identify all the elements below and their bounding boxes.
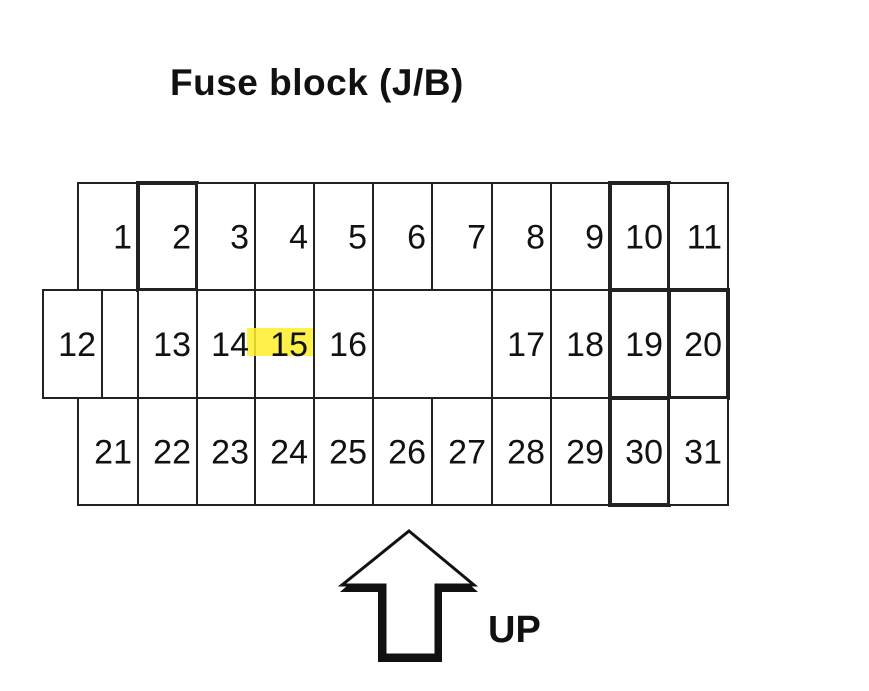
fuse-slot-25 [313, 397, 374, 506]
fuse-slot-16 [313, 289, 374, 399]
fuse-slot-27 [431, 397, 493, 506]
fuse-label-14: 14 [211, 326, 249, 364]
fuse-label-15: 15 [270, 326, 308, 364]
fuse-highlight-15 [247, 328, 316, 356]
fuse-label-8: 8 [526, 219, 545, 257]
fuse-label-10: 10 [625, 219, 663, 257]
fuse-label-23: 23 [211, 434, 249, 472]
fuse-slot-12 [42, 289, 103, 399]
fuse-slot-9 [550, 182, 611, 291]
fuse-label-17: 17 [507, 326, 545, 364]
fuse-label-11: 11 [687, 219, 722, 257]
diagram-title: Fuse block (J/B) [170, 62, 464, 103]
fuse-label-4: 4 [289, 219, 308, 257]
fuse-label-6: 6 [407, 219, 426, 257]
fuse-label-28: 28 [507, 434, 545, 472]
fuse-slot-24 [254, 397, 315, 506]
fuse-label-24: 24 [270, 434, 308, 472]
fuse-cells [42, 181, 730, 507]
fuse-label-16: 16 [329, 326, 367, 364]
fuse-label-20: 20 [684, 326, 722, 364]
fuse-label-18: 18 [566, 326, 604, 364]
fuse-label-22: 22 [153, 434, 191, 472]
fuse-label-5: 5 [348, 219, 367, 257]
up-arrow-icon [337, 529, 479, 662]
fuse-label-29: 29 [566, 434, 604, 472]
fuse-label-21: 21 [94, 434, 132, 472]
fuse-label-25: 25 [329, 434, 367, 472]
fuse-slot-26 [372, 397, 433, 506]
fuse-label-27: 27 [448, 434, 486, 472]
fuse-slot-1 [77, 182, 139, 291]
fuse-slot-14 [196, 289, 256, 399]
fuse-label-13: 13 [153, 326, 191, 364]
fuse-slot-5 [313, 182, 374, 291]
fuse-slot-11 [668, 182, 729, 291]
fuse-label-30: 30 [625, 434, 663, 472]
fuse-slot-23 [196, 397, 256, 506]
fuse-slot-30 [608, 396, 671, 507]
fuse-label-31: 31 [684, 434, 722, 472]
fuse-slot-6 [372, 182, 433, 291]
fuse-slot-29 [550, 397, 611, 506]
fuse-label-12: 12 [58, 326, 96, 364]
fuse-slot-21 [77, 397, 139, 506]
fuse-label-2: 2 [172, 219, 191, 257]
empty-area [372, 289, 493, 399]
fuse-slot-13 [137, 289, 198, 399]
fuse-label-7: 7 [467, 219, 486, 257]
fuse-slot-7 [431, 182, 493, 291]
up-direction-label: UP [488, 609, 541, 651]
fuse-label-9: 9 [585, 219, 604, 257]
blank-slot [101, 289, 139, 399]
fuse-slot-31 [668, 397, 729, 506]
fuse-label-19: 19 [625, 326, 663, 364]
fuse-label-3: 3 [230, 219, 249, 257]
fuse-label-26: 26 [388, 434, 426, 472]
fuse-label-1: 1 [113, 219, 132, 257]
fuse-slot-28 [491, 397, 552, 506]
fuse-slot-20 [667, 288, 730, 400]
